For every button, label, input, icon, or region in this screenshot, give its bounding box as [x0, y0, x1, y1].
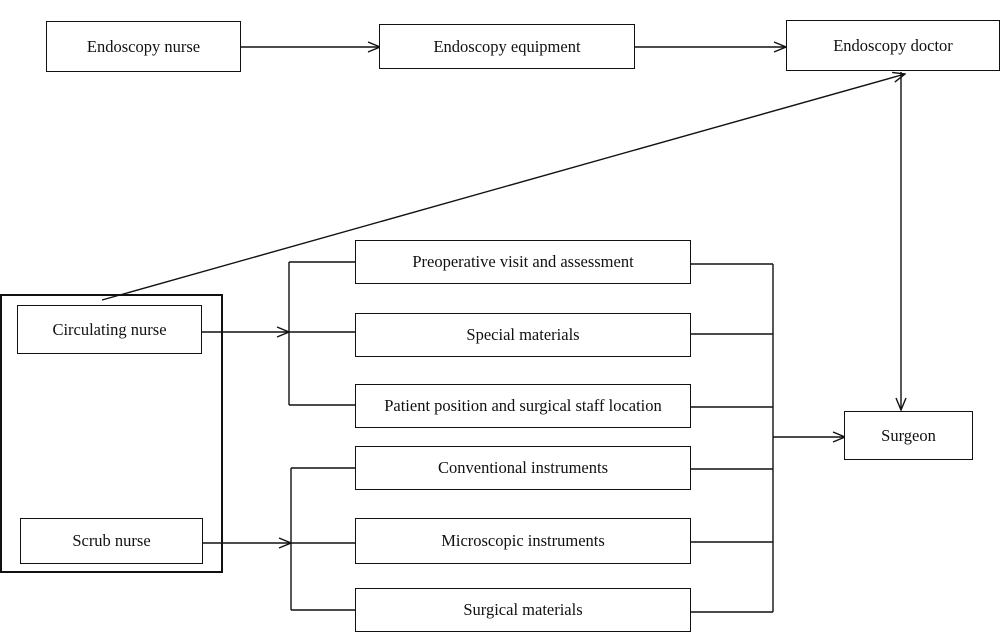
task-node-patient-position: Patient position and surgical staff loca…: [355, 384, 691, 428]
task-node-conventional-instruments: Conventional instruments: [355, 446, 691, 490]
task-node-surgical-materials: Surgical materials: [355, 588, 691, 632]
circulating-nurse-node: Circulating nurse: [17, 305, 202, 354]
task-label: Conventional instruments: [437, 458, 609, 477]
arrow-circulating-nurse-to-endoscopy-doctor: [101, 74, 905, 301]
endoscopy-doctor-label: Endoscopy doctor: [833, 35, 953, 55]
endoscopy-nurse-node: Endoscopy nurse: [46, 21, 241, 72]
task-node-special-materials: Special materials: [355, 313, 691, 357]
surgeon-node: Surgeon: [844, 411, 973, 460]
task-node-preoperative-visit: Preoperative visit and assessment: [355, 240, 691, 284]
endoscopy-doctor-node: Endoscopy doctor: [786, 20, 1000, 71]
task-label: Surgical materials: [463, 600, 583, 619]
task-label: Special materials: [466, 325, 580, 344]
circulating-nurse-label: Circulating nurse: [52, 319, 167, 339]
nurses-group-frame: [0, 294, 223, 573]
scrub-nurse-node: Scrub nurse: [20, 518, 203, 564]
task-label: Microscopic instruments: [441, 531, 605, 550]
task-label: Preoperative visit and assessment: [412, 252, 634, 271]
endoscopy-nurse-label: Endoscopy nurse: [86, 36, 201, 56]
task-label: Patient position and surgical staff loca…: [384, 396, 662, 415]
surgeon-label: Surgeon: [881, 425, 936, 445]
endoscopy-equipment-node: Endoscopy equipment: [379, 24, 635, 69]
endoscopy-equipment-label: Endoscopy equipment: [433, 36, 581, 56]
task-node-microscopic-instruments: Microscopic instruments: [355, 518, 691, 564]
scrub-nurse-label: Scrub nurse: [72, 531, 151, 550]
